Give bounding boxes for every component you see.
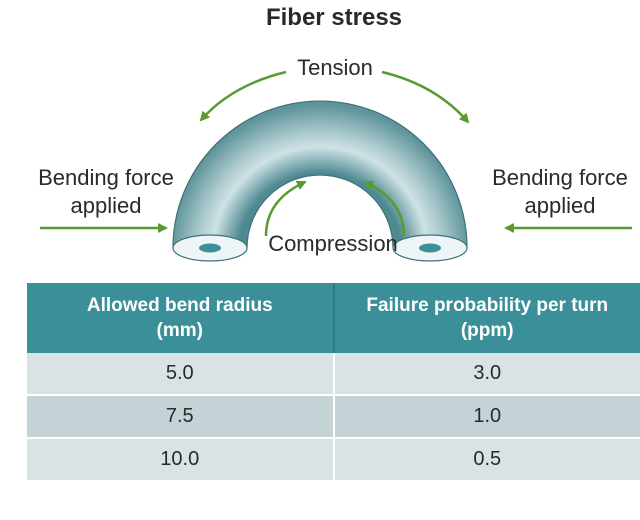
compression-label: Compression bbox=[268, 231, 398, 256]
left-force-label-line1: Bending force bbox=[38, 165, 174, 190]
header-bend-radius-line1: Allowed bend radius bbox=[86, 295, 273, 316]
bend-radius-table: Allowed bend radius (mm) Failure probabi… bbox=[27, 283, 640, 480]
header-failure-probability-unit: (ppm) bbox=[460, 320, 514, 341]
cell-failure-probability: 0.5 bbox=[333, 437, 640, 480]
table-row: 7.5 1.0 bbox=[27, 394, 640, 438]
left-force-label-line2: applied bbox=[71, 193, 142, 218]
fiber-bend-diagram: Fiber stress Tension Compression Bending… bbox=[38, 4, 632, 262]
right-force-label-line2: applied bbox=[525, 193, 596, 218]
header-failure-probability-line1: Failure probability per turn bbox=[366, 295, 609, 316]
fiber-core-right bbox=[419, 243, 441, 253]
cell-bend-radius: 7.5 bbox=[27, 394, 335, 438]
table-row: 10.0 0.5 bbox=[27, 437, 640, 480]
header-failure-probability: Failure probability per turn (ppm) bbox=[333, 283, 640, 353]
cell-bend-radius: 5.0 bbox=[27, 353, 335, 395]
table-row: 5.0 3.0 bbox=[27, 353, 640, 395]
diagram-title: Fiber stress bbox=[266, 4, 402, 31]
header-bend-radius-unit: (mm) bbox=[156, 320, 203, 341]
fiber-core-left bbox=[199, 243, 221, 253]
compression-arrow-right bbox=[363, 180, 406, 237]
cell-bend-radius: 10.0 bbox=[27, 437, 335, 480]
table-header-row: Allowed bend radius (mm) Failure probabi… bbox=[27, 283, 640, 353]
tension-arrow-right bbox=[381, 70, 470, 124]
cell-failure-probability: 1.0 bbox=[333, 394, 640, 438]
compression-arrow-left bbox=[264, 180, 307, 237]
tension-arrow-left bbox=[199, 70, 287, 122]
cell-failure-probability: 3.0 bbox=[333, 353, 640, 395]
fiber-tube bbox=[172, 100, 468, 262]
tension-label: Tension bbox=[297, 55, 373, 80]
right-force-label-line1: Bending force bbox=[492, 165, 628, 190]
header-bend-radius: Allowed bend radius (mm) bbox=[27, 283, 335, 353]
